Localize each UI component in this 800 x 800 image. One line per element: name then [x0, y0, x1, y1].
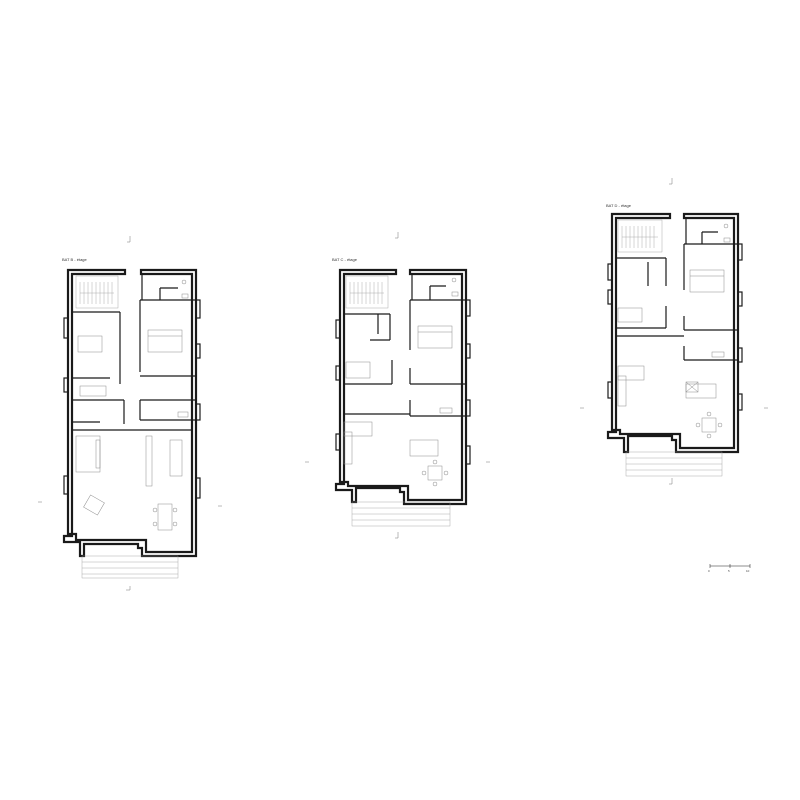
scale-label-5: 5	[728, 569, 730, 573]
plan-title-b: BAT C - étage	[332, 257, 357, 262]
scale-bar: 0 5 10	[708, 564, 751, 573]
floor-plan-c	[580, 178, 768, 485]
scale-label-10: 10	[746, 569, 750, 573]
floor-plan-b	[305, 232, 490, 539]
scale-label-0: 0	[708, 569, 710, 573]
plan-title-a: BAT B - étage	[62, 257, 87, 262]
plan-title-c: BAT D - étage	[606, 203, 631, 208]
floor-plan-a	[38, 236, 222, 591]
